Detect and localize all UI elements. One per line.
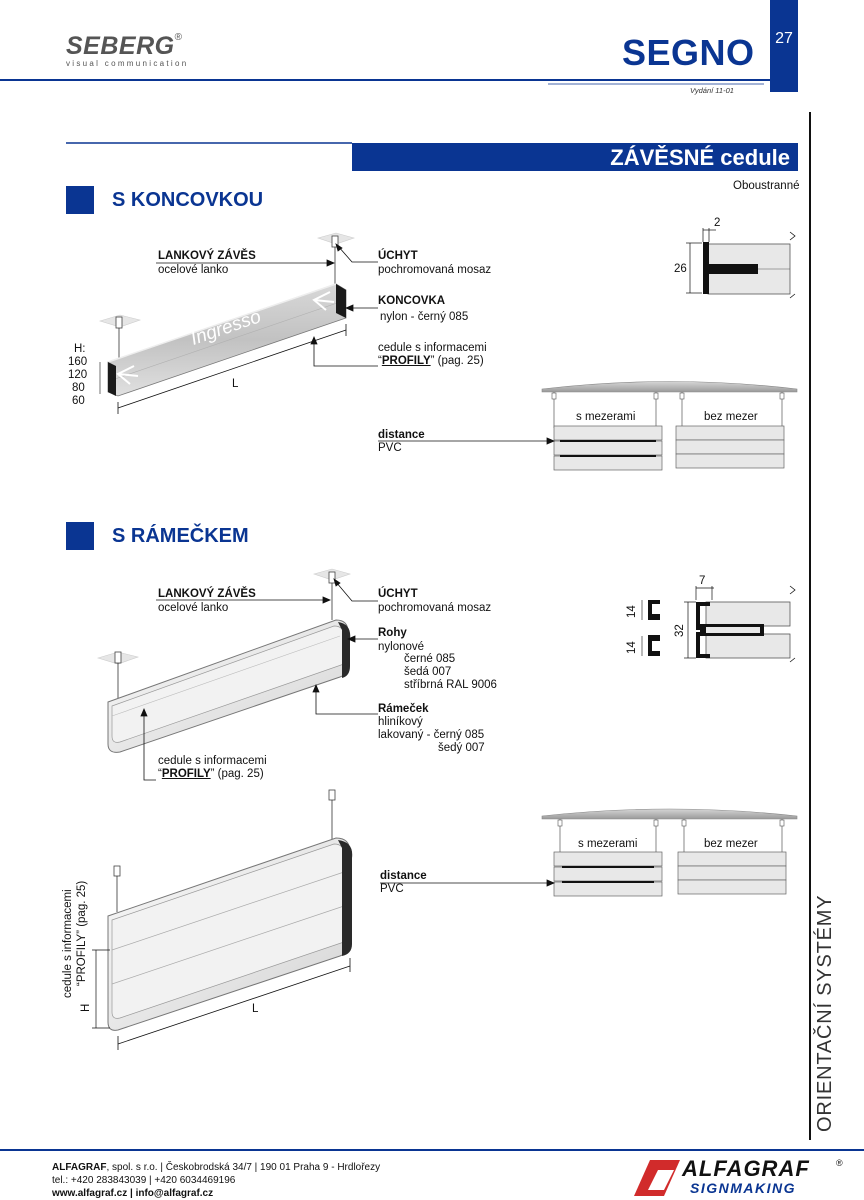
s2-frame-desc2: lakovaný - černý 085: [378, 729, 485, 741]
section2-leaders: [140, 578, 378, 781]
s1-endcap-desc: nylon - černý 085: [380, 311, 469, 323]
seberg-tagline: visual communication: [66, 59, 189, 68]
footer-address-text: , spol. s r.o. | Českobrodská 34/7 | 190…: [106, 1162, 381, 1173]
s2-cable-label: LANKOVÝ ZÁVĚS: [158, 588, 256, 600]
footer-address: ALFAGRAF, spol. s r.o. | Českobrodská 34…: [52, 1161, 380, 1200]
s2-corners-desc: nylonové: [378, 641, 425, 653]
footer-sep: |: [127, 1188, 136, 1199]
alfagraf-registered: ®: [836, 1158, 843, 1168]
s1-height-160: 160: [68, 356, 88, 368]
s2-info-q2: ” (pag. 25): [210, 768, 264, 780]
seberg-logo: SEBERG® visual communication: [66, 32, 188, 68]
s2-cable-desc: ocelové lanko: [158, 602, 229, 614]
section2-distance-leader: [380, 879, 556, 887]
s1-info-q1: “: [378, 355, 382, 367]
s2-height-label: H: [80, 1003, 92, 1012]
s1-dim-2: 2: [714, 217, 721, 229]
s1-spacing-without: bez mezer: [704, 411, 758, 423]
s1-distance-desc: PVC: [378, 442, 402, 454]
s1-cable-desc: ocelové lanko: [158, 264, 229, 276]
s2-vertical-info-2: “PROFILY” (pag. 25): [76, 880, 88, 986]
s2-frame-label: Rámeček: [378, 703, 429, 715]
section1-distance-leader: [378, 437, 556, 445]
section1-leaders: [156, 243, 378, 367]
footer-web[interactable]: www.alfagraf.cz: [52, 1188, 128, 1199]
footer-line3: www.alfagraf.cz | info@alfagraf.cz: [52, 1187, 380, 1200]
s2-frame-desc3: šedý 007: [438, 742, 485, 754]
sign-koncovka-drawing: [98, 232, 356, 414]
s2-dim-7: 7: [699, 575, 706, 587]
s2-distance-desc: PVC: [380, 883, 404, 895]
s2-distance-label: distance: [380, 870, 427, 882]
alfagraf-logo-sub: SIGNMAKING: [690, 1180, 796, 1196]
s2-corner-color-1: černé 085: [404, 653, 456, 665]
s2-vertical-info-1: cedule s informacemi: [62, 889, 74, 998]
section-banner: ZÁVĚSNÉ cedule: [610, 145, 790, 170]
registered-mark: ®: [174, 32, 182, 43]
s2-clamp-label: ÚCHYT: [378, 588, 418, 600]
section1-spacing-drawing: [541, 381, 798, 471]
s1-info-q2: ” (pag. 25): [430, 355, 484, 367]
product-name: SEGNO: [622, 32, 755, 73]
s2-corner-color-3: stříbrná RAL 9006: [404, 679, 497, 691]
s1-spacing-with: s mezerami: [576, 411, 636, 423]
s1-height-60: 60: [72, 395, 85, 407]
s2-info-line1: cedule s informacemi: [158, 755, 267, 767]
note-double-sided: Oboustranné: [733, 180, 800, 192]
s1-dim-26: 26: [674, 263, 687, 275]
footer-line1: ALFAGRAF, spol. s r.o. | Českobrodská 34…: [52, 1161, 380, 1174]
s1-cable-label: LANKOVÝ ZÁVĚS: [158, 250, 256, 262]
s2-info-line2: “PROFILY” (pag. 25): [158, 768, 264, 781]
footer-email[interactable]: info@alfagraf.cz: [135, 1188, 214, 1199]
section1-profile-detail: [686, 228, 796, 299]
s1-info-line2: “PROFILY” (pag. 25): [378, 355, 484, 368]
s1-info-profily: PROFILY: [381, 355, 431, 367]
s1-length-label: L: [232, 378, 239, 390]
s1-distance-label: distance: [378, 429, 425, 441]
sign-large-drawing: [92, 789, 353, 1050]
section2-spacing-drawing: [541, 808, 798, 897]
side-title: ORIENTAČNÍ SYSTÉMY: [814, 894, 836, 1132]
s2-frame-desc1: hliníkový: [378, 716, 423, 728]
alfagraf-logo-text: ALFAGRAF: [682, 1156, 810, 1181]
s2-spacing-with: s mezerami: [578, 838, 638, 850]
sign-ramecek-drawing: [96, 568, 352, 753]
section2-title: S RÁMEČKEM: [112, 525, 249, 547]
alfagraf-logo-mark: [634, 1160, 680, 1196]
section2-marker: [66, 522, 94, 550]
s2-corner-color-2: šedá 007: [404, 666, 452, 678]
s1-endcap-label: KONCOVKA: [378, 295, 446, 307]
s2-dim-32: 32: [674, 624, 686, 637]
banner-bg: [352, 143, 798, 171]
s2-clamp-desc: pochromovaná mosaz: [378, 602, 492, 614]
s2-corners-label: Rohy: [378, 627, 407, 639]
s1-height-80: 80: [72, 382, 85, 394]
section2-profile-detail: [641, 585, 796, 663]
s2-dim-14a: 14: [626, 605, 638, 618]
section1-marker: [66, 186, 94, 214]
s2-info-q1: “: [158, 768, 162, 780]
s1-height-label: H:: [74, 343, 86, 355]
s1-clamp-desc: pochromovaná mosaz: [378, 264, 492, 276]
s1-clamp-label: ÚCHYT: [378, 250, 418, 262]
edition: Vydání 11-01: [690, 86, 734, 95]
s2-spacing-without: bez mezer: [704, 838, 758, 850]
footer-phones: tel.: +420 283843039 | +420 6034469196: [52, 1175, 236, 1186]
s1-height-120: 120: [68, 369, 88, 381]
s2-length-label: L: [252, 1003, 259, 1015]
footer-company: ALFAGRAF: [52, 1162, 107, 1173]
section1-title: S KONCOVKOU: [112, 189, 264, 211]
s2-info-profily: PROFILY: [161, 768, 211, 780]
s1-info-line1: cedule s informacemi: [378, 342, 487, 354]
page-number: 27: [775, 30, 793, 47]
s2-dim-14b: 14: [626, 641, 638, 654]
header-rule: [0, 0, 798, 92]
seberg-logo-text: SEBERG: [66, 32, 175, 60]
